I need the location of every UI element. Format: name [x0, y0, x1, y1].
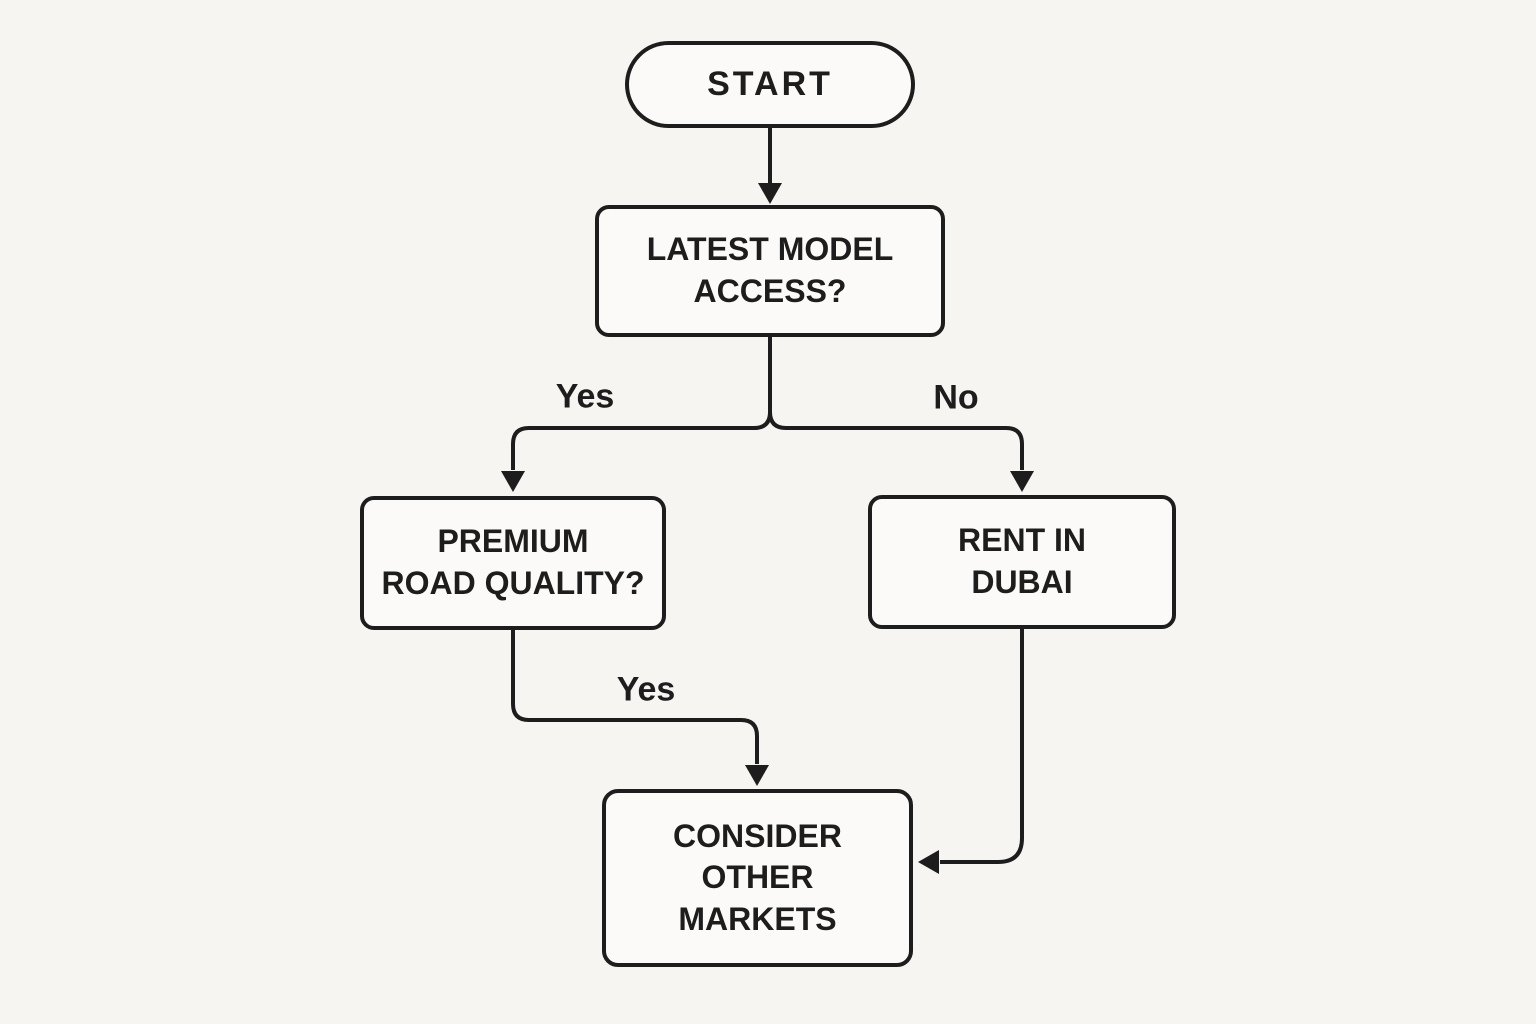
node-consider-other-markets-line2: OTHER — [701, 859, 814, 896]
node-rent-in-dubai: RENT IN DUBAI — [868, 495, 1176, 629]
node-premium-road-quality: PREMIUM ROAD QUALITY? — [360, 496, 666, 630]
node-consider-other-markets-line1: CONSIDER — [673, 817, 842, 854]
node-latest-model-access-line1: LATEST MODEL — [646, 231, 894, 268]
node-premium-road-quality-line1: PREMIUM — [437, 523, 589, 560]
edge-rent-to-consider-arrowhead — [918, 850, 939, 874]
node-start-label: START — [707, 65, 833, 104]
node-rent-in-dubai-line1: RENT IN — [958, 522, 1086, 559]
edge-latest-to-rent-arrowhead — [1010, 471, 1034, 492]
node-consider-other-markets-line3: MARKETS — [678, 900, 837, 937]
edge-premium-to-consider-line — [511, 630, 759, 764]
edge-premium-to-consider-arrowhead — [745, 765, 769, 786]
edge-latest-to-premium-arrowhead — [501, 471, 525, 492]
node-latest-model-access-line2: ACCESS? — [693, 273, 847, 309]
edge-rent-to-consider-line — [940, 629, 1024, 864]
node-latest-model-access: LATEST MODEL ACCESS? — [595, 205, 945, 337]
edge-label-yes-bottom: Yes — [616, 670, 676, 709]
node-rent-in-dubai-line2: DUBAI — [971, 564, 1073, 600]
node-premium-road-quality-line2: ROAD QUALITY? — [381, 565, 645, 601]
edge-label-no-right: No — [933, 378, 979, 417]
node-start: START — [625, 41, 915, 128]
edge-latest-to-rent-line — [768, 337, 1024, 470]
edge-label-yes-left: Yes — [555, 377, 615, 416]
edge-start-to-latest-arrowhead — [758, 183, 782, 204]
edge-latest-to-premium-line — [511, 337, 772, 470]
node-consider-other-markets: CONSIDER OTHER MARKETS — [602, 789, 913, 967]
